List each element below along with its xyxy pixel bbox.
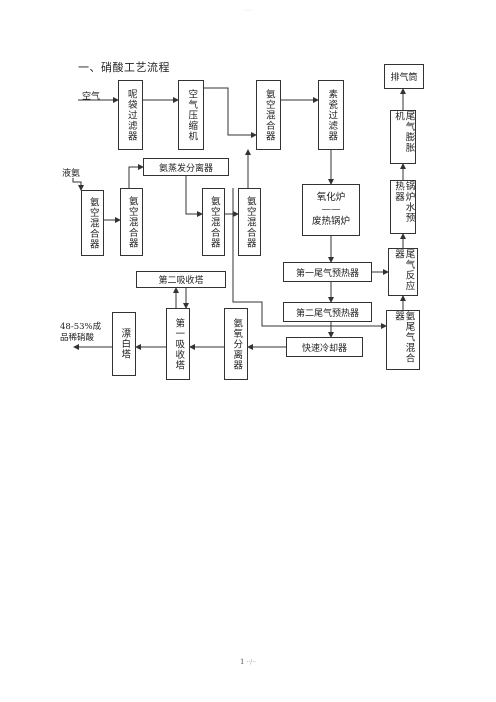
mixer-1-box: 氨空混合器: [81, 190, 104, 256]
oxidizer-separator: ——: [321, 204, 341, 215]
tail-gas-expander-box: 尾气膨胀机: [390, 110, 416, 164]
line-evaporator-mix3: [185, 176, 203, 217]
first-absorber-box: 第一吸收塔: [166, 308, 190, 380]
product-label-line1: 48-53%成: [60, 322, 102, 332]
exhaust-stack-box: 排气筒: [384, 64, 424, 89]
boiler-water-preheater-box: 锅炉水预热器: [390, 180, 416, 234]
oxidizer-boiler-box: 氧化炉 —— 废热锅炉: [302, 184, 360, 236]
ammonia-air-mixer-top-box: 氨空混合器: [256, 80, 281, 150]
page-number: 1: [239, 658, 245, 666]
bleaching-tower-box: 漂白塔: [112, 312, 136, 376]
ammonia-oxygen-separator-box: 氨氧分离器: [224, 308, 248, 380]
second-tail-preheater-box: 第二尾气预热器: [283, 302, 372, 322]
second-absorber-box: 第二吸收塔: [136, 271, 226, 288]
input-air-label: 空气: [82, 92, 101, 102]
mixer-4-box: 氨空混合器: [238, 188, 261, 256]
ceramic-filter-box: 素瓷过滤器: [318, 80, 344, 150]
page-footer-suffix: ··/··: [246, 659, 257, 666]
input-ammonia-label: 液氨: [62, 169, 81, 179]
first-tail-preheater-box: 第一尾气预热器: [283, 262, 372, 282]
air-compressor-box: 空气压缩机: [178, 80, 204, 150]
mixer-2-box: 氨空混合器: [120, 188, 143, 256]
line-ammonia-mix1: [72, 178, 84, 191]
quench-cooler-box: 快速冷却器: [286, 337, 363, 357]
page-footer: 1 ··/··: [0, 658, 496, 666]
faint-header-mark: ·····: [244, 8, 252, 14]
mixer-3-box: 氨空混合器: [202, 188, 225, 256]
oxidizer-label: 氧化炉: [316, 192, 346, 203]
page-title: 一、硝酸工艺流程: [78, 61, 170, 74]
bag-filter-box: 呢袋过滤器: [118, 80, 143, 150]
waste-heat-boiler-label: 废热锅炉: [311, 216, 350, 227]
line-route-tailmixer: [232, 188, 387, 329]
ammonia-evaporator-box: 氨蒸发分离器: [143, 158, 229, 176]
tail-gas-reactor-box: 尾气反应器: [388, 248, 418, 296]
product-label: 48-53%成 品稀硝酸: [60, 322, 101, 344]
line-compressor-mixer: [204, 87, 257, 138]
ammonia-tail-gas-mixer-box: 氨尾气混合器: [386, 310, 420, 370]
product-label-line2: 品稀硝酸: [60, 333, 95, 343]
line-mix2-evaporator: [128, 164, 144, 188]
